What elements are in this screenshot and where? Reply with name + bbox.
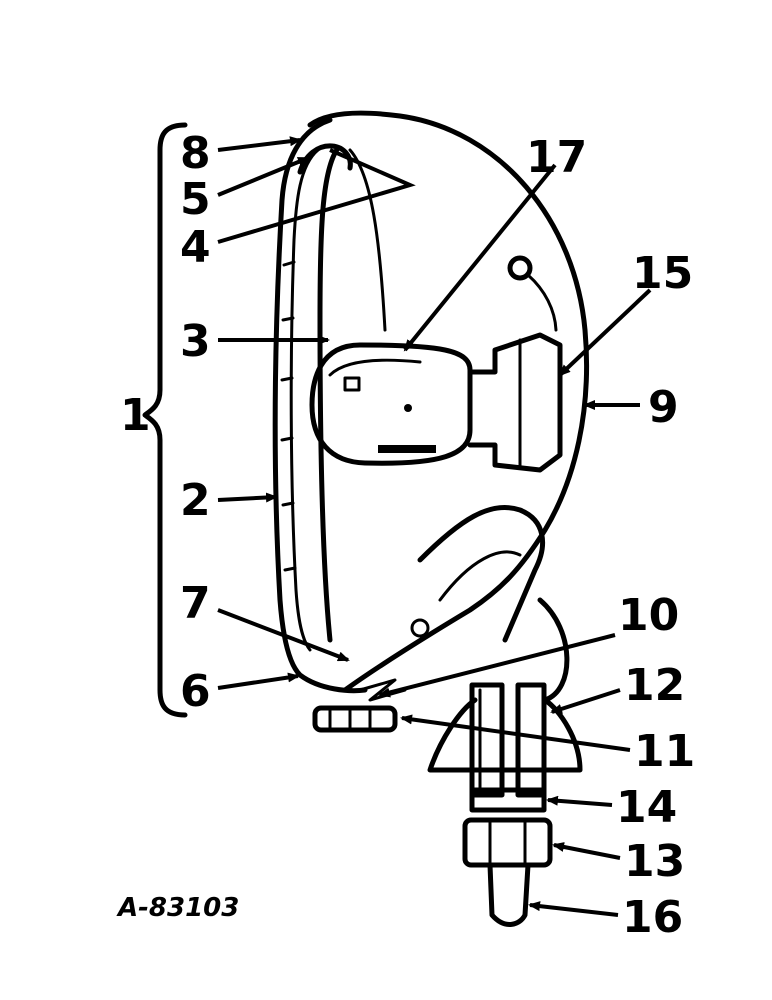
callout-10: 10 [618,590,679,641]
rim-hatching [280,260,297,572]
clamp-screw [312,705,398,733]
mount-bolt [507,255,533,281]
callout-16: 16 [622,892,683,943]
front-rim [272,117,368,694]
conduit-elbow [417,504,545,643]
bulb-filament [343,376,361,392]
callout-15: 15 [632,248,693,299]
figure-id: A-83103 [116,893,239,923]
callout-6: 6 [180,666,211,717]
callout-11: 11 [634,726,695,777]
callout-13: 13 [624,836,685,887]
leader-lines [217,136,652,917]
callout-2: 2 [180,475,211,526]
stem [469,682,505,798]
callout-3: 3 [180,316,211,367]
headlamp-assembly-illustration [272,110,590,927]
wire [487,862,531,927]
callout-17: 17 [526,132,587,183]
callout-7: 7 [180,578,211,629]
callout-14: 14 [616,782,677,833]
lens [317,145,341,643]
hex-nut [462,817,553,868]
socket [467,332,563,473]
callout-4: 4 [180,222,211,273]
rim-inner [289,148,320,652]
bulb-center [404,404,412,412]
callout-9: 9 [648,382,679,433]
callout-5: 5 [180,174,211,225]
bulb [309,342,473,466]
callout-8: 8 [180,128,211,179]
group-brace [142,122,188,718]
callout-1: 1 [120,390,151,441]
callout-12: 12 [624,660,685,711]
mounting-bracket [427,597,583,773]
lens-edge [348,148,387,332]
stem-right [515,682,547,798]
bulb-base-band [378,445,436,453]
lock-washer [469,787,547,813]
bulb-highlight [328,358,422,377]
